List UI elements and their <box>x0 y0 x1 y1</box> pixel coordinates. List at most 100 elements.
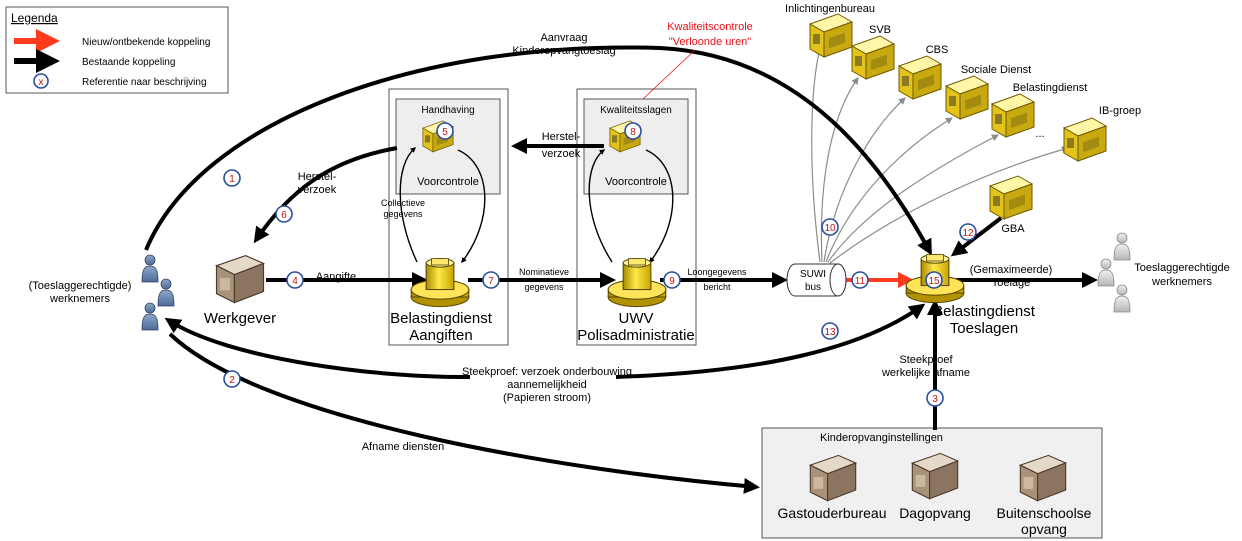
flow-herstel-kwaliteit-line2: verzoek <box>542 148 581 160</box>
source-links <box>811 46 1070 264</box>
suwi-label-line1: SUWI <box>800 269 826 280</box>
kwaliteit-sublabel: Voorcontrole <box>605 176 667 188</box>
source-label-ib-groep: IB-groep <box>1099 105 1141 117</box>
reference-8-text: 8 <box>630 127 636 138</box>
inlichtingenbureau-server-icon <box>809 13 853 58</box>
reference-4: 4 <box>286 271 304 289</box>
reference-7-text: 7 <box>488 276 494 287</box>
link-cbs <box>823 97 906 263</box>
reference-7: 7 <box>482 271 500 289</box>
reference-15: 15 <box>925 271 943 289</box>
bd-aangiften-label-line2: Aangiften <box>409 327 472 344</box>
gba-arrow <box>950 216 1003 257</box>
flow-aangifte: Aangifte <box>316 271 356 283</box>
flow-steekproef-afname-line1: Steekproef <box>899 354 953 366</box>
toeslag-werknemer-icon-top <box>1113 232 1131 261</box>
flow-collectieve-line2: gegevens <box>383 209 423 219</box>
handhaving-loop-down <box>457 149 486 264</box>
reference-12: 12 <box>959 223 977 241</box>
gba-label: GBA <box>1001 223 1025 235</box>
source-label-svb: SVB <box>869 24 891 36</box>
werknemers-left-line1: (Toeslaggerechtigde) <box>29 280 132 292</box>
uwv-label-line1: UWV <box>619 310 654 327</box>
kinderopvang-title: Kinderopvanginstellingen <box>820 432 943 444</box>
belastingdienst-server-icon <box>991 93 1035 138</box>
flow-aanvraag-line1: Aanvraag <box>540 32 587 44</box>
reference-15-text: 15 <box>928 276 940 287</box>
legend-reference-label: Referentie naar beschrijving <box>82 77 207 88</box>
kinderopvang-item-gastouderbureau: Gastouderbureau <box>778 505 887 521</box>
reference-1: 1 <box>223 169 241 187</box>
werknemers-left-line2: werknemers <box>49 293 110 305</box>
legend: Legenda Nieuw/ontbekende koppeling Besta… <box>5 6 229 94</box>
existing-links <box>144 45 1098 494</box>
suwi-bus: SUWI bus <box>786 263 847 297</box>
link-belastingdienst <box>827 134 1000 263</box>
link-inlichtingenbureau <box>811 46 823 263</box>
kinderopvang-item-buitenschoolse-line2: opvang <box>1021 521 1067 537</box>
steekproef-onderbouwing-in-arrow <box>615 303 926 379</box>
ib-groep-server-icon <box>1063 117 1107 162</box>
link-ib-groep <box>829 146 1070 264</box>
flow-herstel-werkgever-line1: Herstel- <box>298 171 337 183</box>
bd-aangiften-pedestal-icon <box>410 258 470 308</box>
flow-nominatieve-line1: Nominatieve <box>519 267 569 277</box>
flow-herstel-werkgever-line2: verzoek <box>298 184 337 196</box>
reference-9: 9 <box>663 271 681 289</box>
kinderopvang-item-buitenschoolse-line1: Buitenschoolse <box>997 505 1092 521</box>
kwaliteit-title: Kwaliteitsslagen <box>600 105 672 116</box>
reference-13: 13 <box>821 322 839 340</box>
source-label-sociale-dienst: Sociale Dienst <box>961 64 1031 76</box>
reference-5-text: 5 <box>442 127 448 138</box>
reference-2: 2 <box>223 370 241 388</box>
control-loops <box>399 147 674 264</box>
annotation-leader <box>642 49 696 100</box>
bd-aangiften-label-line1: Belastingdienst <box>390 310 493 327</box>
bd-toeslagen-label-line2: Toeslagen <box>950 320 1018 337</box>
flow-steekproef-afname-line2: werkelijke afname <box>881 367 970 379</box>
flow-aanvraag-line2: Kinderopvangtoeslag <box>512 45 615 57</box>
gba-server-icon <box>989 175 1033 220</box>
flow-afname: Afname diensten <box>362 441 445 453</box>
toeslag-werknemer-icon-bottom <box>1113 284 1131 313</box>
reference-11: 11 <box>851 271 869 289</box>
aangiften-container <box>388 88 509 346</box>
reference-markers: 1 2 3 4 5 6 7 8 9 10 11 12 13 15 <box>223 122 977 407</box>
handhaving-title: Handhaving <box>421 105 474 116</box>
werkgever-building-icon <box>215 255 265 304</box>
afname-arrow <box>168 332 760 494</box>
reference-8: 8 <box>624 122 642 140</box>
kinderopvang-item-dagopvang: Dagopvang <box>899 505 971 521</box>
reference-5: 5 <box>436 122 454 140</box>
source-label-belastingdienst: Belastingdienst <box>1013 82 1088 94</box>
source-label-cbs: CBS <box>926 44 949 56</box>
kwaliteit-loop-up <box>588 149 613 263</box>
svb-server-icon <box>851 35 895 80</box>
suwi-label-line2: bus <box>805 282 821 293</box>
flow-steekproef-onderbouwing-line3: (Papieren stroom) <box>503 392 591 404</box>
werknemer-icon-middle <box>157 278 175 307</box>
sources-ellipsis: ... <box>1035 128 1044 140</box>
reference-10-text: 10 <box>824 223 836 234</box>
flow-steekproef-onderbouwing-line2: aannemelijkheid <box>507 379 587 391</box>
reference-3-text: 3 <box>932 394 938 405</box>
reference-13-text: 13 <box>824 327 836 338</box>
toeslag-werknemer-icon-middle <box>1097 258 1115 287</box>
reference-3: 3 <box>926 389 944 407</box>
legend-reference-marker-text: x <box>39 77 44 88</box>
werknemers-right-line2: werknemers <box>1151 276 1212 288</box>
kwaliteit-loop-down <box>645 149 674 264</box>
uwv-container <box>576 88 697 346</box>
reference-6-text: 6 <box>281 210 287 221</box>
reference-11-text: 11 <box>855 276 866 287</box>
reference-6: 6 <box>275 205 293 223</box>
legend-reference-marker <box>33 73 49 89</box>
legend-existing-link-label: Bestaande koppeling <box>82 57 175 68</box>
reference-1-text: 1 <box>229 174 235 185</box>
aanvraag-arrow <box>144 45 932 256</box>
herstel-werkgever-arrow <box>253 146 398 244</box>
cbs-server-icon <box>898 55 942 100</box>
flow-toelage-line1: (Gemaximeerde) <box>970 264 1053 276</box>
flow-nominatieve-line2: gegevens <box>524 282 564 292</box>
